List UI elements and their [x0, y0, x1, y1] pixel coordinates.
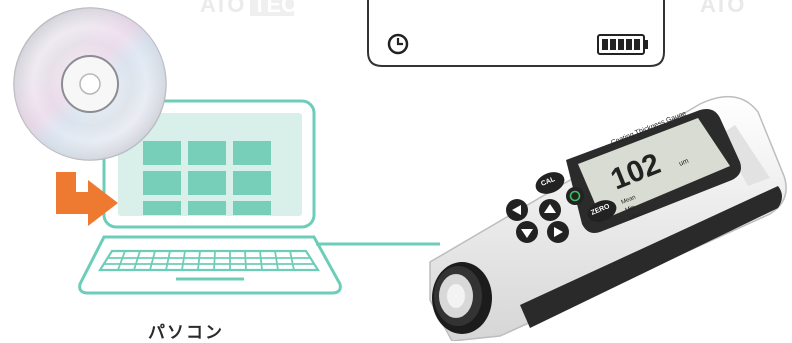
watermark-tag: TEC — [253, 0, 297, 17]
nav-up-button[interactable] — [539, 199, 561, 221]
screen-grid — [143, 141, 271, 215]
watermark-left: ATO TEC — [200, 0, 297, 17]
display-panel — [368, 0, 664, 66]
nav-right-button[interactable] — [547, 221, 569, 243]
watermark-text-left: ATO — [200, 0, 244, 17]
cd-disc-icon — [14, 8, 166, 160]
probe — [432, 262, 492, 334]
nav-left-button[interactable] — [506, 199, 528, 221]
watermark-text-right: ATO — [700, 0, 744, 17]
power-button[interactable] — [566, 187, 584, 205]
thickness-gauge-device: Coating Thickness Gauge 102 um Mean Min … — [430, 97, 786, 341]
computer-caption: パソコン — [148, 318, 224, 343]
nav-down-button[interactable] — [516, 221, 538, 243]
